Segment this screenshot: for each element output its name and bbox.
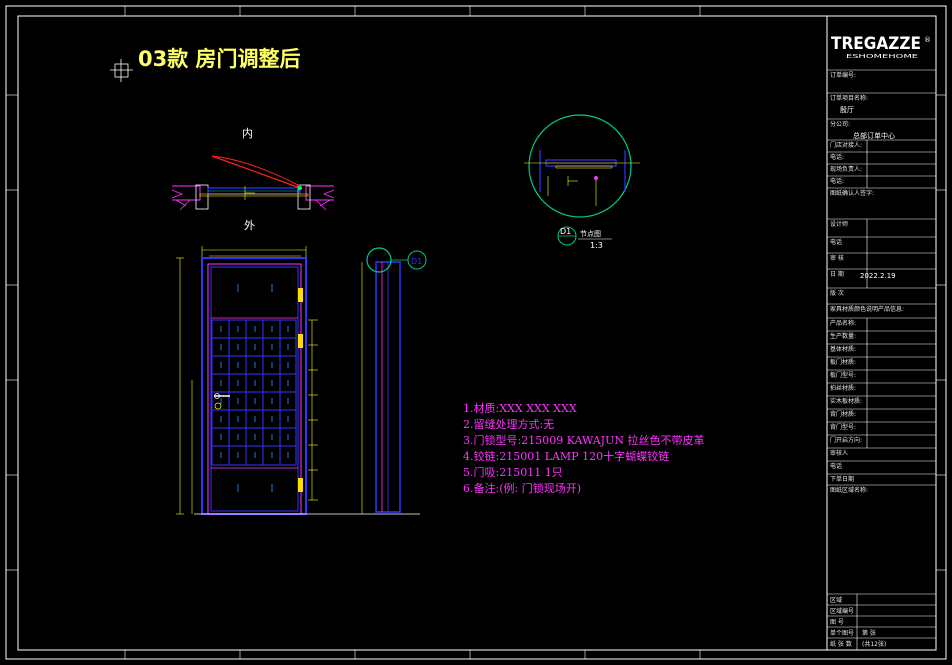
brand-logo-sub: ESHOMEHOME — [846, 54, 918, 60]
title-block-label: 图 号 — [830, 619, 844, 626]
title-block-label: 门店对接人: — [830, 141, 862, 149]
spec-line: 6.备注:(例: 门锁现场开) — [463, 481, 581, 495]
title-block-label: 背门材质: — [830, 410, 856, 418]
title-block-label: 下单日期 — [830, 475, 854, 483]
title-block-label: 板门材质: — [830, 358, 856, 366]
detail-d1-view: D1 节点图 1:3 — [524, 114, 640, 250]
title-block-label: 图纸确认人签字: — [830, 189, 874, 197]
spec-line: 1.材质:XXX XXX XXX — [463, 401, 577, 415]
title-block-label: 审 核 — [830, 254, 844, 262]
title-block-label: 订单项目名称: — [830, 94, 868, 102]
title-block-value: 总部订单中心 — [853, 131, 895, 140]
title-block: TREGAZZE ® ESHOMEHOME 订单编号: 订单项目名称: 殷厅分公司:… — [826, 15, 937, 651]
plan-inside-label: 内 — [242, 126, 253, 140]
drawing-title: 03款 房门调整后 — [138, 47, 301, 71]
detail-callout-tag: D1 — [560, 227, 571, 236]
title-block-label: 家具材质颜色说明产品信息: — [830, 305, 904, 313]
zone-ticks — [6, 6, 946, 659]
title-block-label: 订单编号: — [830, 71, 856, 79]
title-block-label: 日 期 — [830, 270, 844, 278]
spec-line: 5.门吸:215011 1只 — [463, 465, 563, 479]
drawing-title-marker — [110, 59, 133, 82]
spec-line: 4.铰链:215001 LAMP 120十字蝴蝶铰链 — [463, 449, 669, 463]
title-block-value: 第 张 — [862, 629, 876, 637]
inner-border — [17, 15, 937, 651]
title-block-label: 区域编号 — [830, 607, 854, 615]
title-block-value: (共12张) — [862, 640, 886, 648]
title-block-label: 设计师 — [830, 220, 848, 228]
title-block-label: 生产数量: — [830, 332, 856, 340]
title-block-label: 版 次 — [830, 289, 844, 297]
plan-outside-label: 外 — [244, 219, 255, 232]
title-block-label: 电话: — [830, 153, 844, 161]
door-plan-view: 内 外 — [171, 126, 335, 232]
title-block-label: 拍丝材质: — [830, 384, 856, 392]
title-block-label: 实木板材质: — [830, 397, 862, 405]
detail-title: 节点图 — [580, 230, 601, 238]
callout-label: D1 — [411, 257, 422, 266]
door-elevation-view — [176, 246, 420, 515]
title-block-label: 分公司: — [830, 120, 850, 128]
door-side-section: D1 — [361, 247, 427, 514]
title-block-value: 2022.2.19 — [860, 272, 896, 280]
title-block-label: 产品名称: — [830, 319, 856, 327]
title-block-label: 现场负责人: — [830, 165, 862, 173]
title-block-label: 审核人 — [830, 449, 848, 457]
spec-line: 2.留缝处理方式:无 — [463, 417, 554, 431]
title-block-label: 板门型号: — [830, 371, 856, 379]
title-block-label: 电话: — [830, 177, 844, 185]
title-block-label: 门开启方向: — [830, 436, 862, 444]
title-block-label: 电话 — [830, 238, 842, 246]
title-block-label: 基体材质: — [830, 345, 856, 353]
brand-logo-registered: ® — [924, 36, 931, 44]
spec-notes: 1.材质:XXX XXX XXX 2.留缝处理方式:无 3.门锁型号:21500… — [463, 401, 704, 495]
title-block-label: 电话 — [830, 462, 842, 470]
outer-border — [5, 5, 947, 660]
title-block-label: 图纸区域名称: — [830, 486, 868, 494]
title-block-label: 单个图号 — [830, 629, 854, 637]
title-block-label: 背门型号: — [830, 423, 856, 431]
title-block-value: 殷厅 — [840, 105, 854, 114]
brand-logo: TREGAZZE — [831, 34, 921, 54]
detail-scale: 1:3 — [590, 241, 603, 250]
spec-line: 3.门锁型号:215009 KAWAJUN 拉丝色不带皮革 — [463, 433, 704, 447]
title-block-label: 区域 — [830, 596, 842, 604]
title-block-label: 纸 张 数 — [830, 640, 852, 648]
